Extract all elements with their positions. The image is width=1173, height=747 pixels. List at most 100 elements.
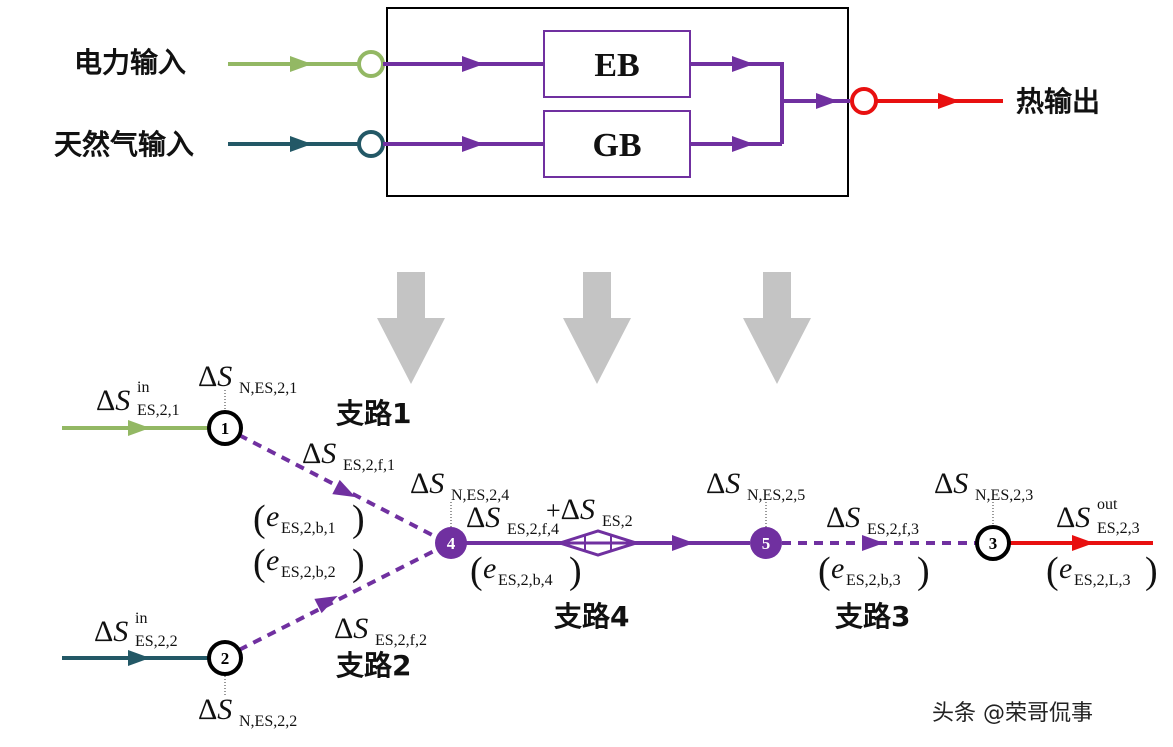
label-s-n-4-sub: N,ES,2,4 — [451, 487, 509, 504]
label-s-es2-sub: ES,2 — [602, 513, 633, 530]
node-5: 5 — [750, 527, 782, 559]
svg-text:ES,2,L,3: ES,2,L,3 — [1074, 572, 1130, 589]
svg-text:e: e — [1059, 552, 1072, 585]
transition-arrows — [377, 272, 811, 384]
branch2-line — [238, 548, 437, 652]
node-1: 1 — [207, 410, 243, 446]
svg-text:4: 4 — [447, 534, 456, 553]
eb-out-line — [690, 62, 784, 144]
gas-input-label: 天然气输入 — [54, 128, 194, 161]
input2-arrow — [128, 650, 150, 666]
gray-down-arrow-3 — [743, 272, 811, 384]
label-s-n-2: ΔS — [198, 693, 232, 726]
branch1-line — [238, 433, 437, 539]
branch2-label: 支路2 — [336, 649, 411, 682]
svg-text:(: ( — [818, 550, 831, 592]
svg-text:(: ( — [1046, 550, 1059, 592]
svg-text:5: 5 — [762, 534, 771, 553]
storage-diamond — [555, 529, 641, 557]
svg-text:e: e — [266, 544, 279, 577]
svg-text:): ) — [569, 550, 582, 592]
gb-box — [543, 110, 691, 178]
label-s-es2: +ΔS — [546, 493, 595, 526]
gb-in-arrow — [462, 136, 484, 152]
svg-text:ES,2,b,4: ES,2,b,4 — [498, 572, 553, 589]
label-e-b-1: ( e ES,2,b,1 ) — [253, 498, 365, 540]
electric-port — [357, 50, 385, 78]
label-s-in-1-sub: ES,2,1 — [137, 402, 180, 419]
label-s-in-2-sub: ES,2,2 — [135, 633, 178, 650]
label-s-f-4: ΔS — [466, 501, 500, 534]
eb-out-arrow — [732, 56, 754, 72]
gas-port — [357, 130, 385, 158]
label-s-in-2: ΔS — [94, 615, 128, 648]
label-s-n-5: ΔS — [706, 467, 740, 500]
branch4-arrow — [672, 535, 694, 551]
top-diagram: EB GB 电力输入 天然气输入 热输出 — [54, 7, 1100, 197]
branch2-arrow — [314, 596, 338, 614]
branch1-label: 支路1 — [336, 397, 411, 430]
label-e-b-4: ( e ES,2,b,4 ) — [470, 550, 582, 592]
svg-text:ES,2,b,1: ES,2,b,1 — [281, 520, 336, 537]
node-3: 3 — [975, 525, 1011, 561]
node-4: 4 — [435, 527, 467, 559]
gray-down-arrow-1 — [377, 272, 445, 384]
label-e-b-2: ( e ES,2,b,2 ) — [253, 542, 365, 584]
branch4-label: 支路4 — [554, 600, 629, 633]
gray-down-arrow-2 — [563, 272, 631, 384]
label-s-in-1: ΔS — [96, 384, 130, 417]
label-s-n-3-sub: N,ES,2,3 — [975, 487, 1033, 504]
label-s-f-1-sub: ES,2,f,1 — [343, 457, 395, 474]
watermark: 头条 @荣哥侃事 — [932, 701, 1093, 726]
label-e-b-3: ( e ES,2,b,3 ) — [818, 550, 930, 592]
electric-input-label: 电力输入 — [74, 46, 186, 79]
label-s-n-5-sub: N,ES,2,5 — [747, 487, 805, 504]
svg-text:2: 2 — [221, 649, 230, 668]
eb-label: EB — [594, 47, 639, 84]
label-s-f-3-sub: ES,2,f,3 — [867, 521, 919, 538]
heat-output-label: 热输出 — [1016, 85, 1100, 118]
svg-text:e: e — [483, 552, 496, 585]
label-s-f-3: ΔS — [826, 501, 860, 534]
output-arrow — [1072, 535, 1094, 551]
gb-out-arrow — [732, 136, 754, 152]
label-s-n-2-sub: N,ES,2,2 — [239, 713, 297, 730]
input1-arrow — [128, 420, 150, 436]
label-s-f-2-sub: ES,2,f,2 — [375, 632, 427, 649]
heat-output-arrow — [938, 93, 960, 109]
eb-in-arrow — [462, 56, 484, 72]
lower-diagram: 1 2 4 5 3 支路1 支路2 支路4 支路3 ΔS in ES,2,1 — [62, 360, 1158, 730]
merge-arrow — [816, 93, 838, 109]
svg-text:e: e — [831, 552, 844, 585]
eb-box — [543, 30, 691, 98]
label-s-in-1-sup: in — [137, 379, 149, 396]
label-s-f-2: ΔS — [334, 612, 368, 645]
label-s-out: ΔS — [1056, 501, 1090, 534]
gas-input-arrow — [290, 136, 312, 152]
branch3-arrow — [862, 535, 884, 551]
node-2: 2 — [207, 640, 243, 676]
label-s-out-sub: ES,2,3 — [1097, 520, 1140, 537]
svg-text:1: 1 — [221, 419, 230, 438]
label-s-n-1-sub: N,ES,2,1 — [239, 380, 297, 397]
svg-text:(: ( — [253, 542, 266, 584]
label-s-n-3: ΔS — [934, 467, 968, 500]
svg-text:3: 3 — [989, 534, 998, 553]
label-s-out-sup: out — [1097, 496, 1118, 513]
electric-input-arrow — [290, 56, 312, 72]
svg-text:): ) — [917, 550, 930, 592]
label-s-in-2-sup: in — [135, 610, 147, 627]
svg-text:e: e — [266, 500, 279, 533]
label-s-f-4-sub: ES,2,f,4 — [507, 521, 559, 538]
svg-text:ES,2,b,3: ES,2,b,3 — [846, 572, 901, 589]
label-s-f-1: ΔS — [302, 437, 336, 470]
label-s-n-4: ΔS — [410, 467, 444, 500]
svg-text:): ) — [1145, 550, 1158, 592]
branch3-label: 支路3 — [835, 600, 910, 633]
svg-text:(: ( — [253, 498, 266, 540]
heat-port — [850, 87, 878, 115]
gb-label: GB — [592, 127, 641, 164]
label-e-l-3: ( e ES,2,L,3 ) — [1046, 550, 1158, 592]
svg-text:(: ( — [470, 550, 483, 592]
